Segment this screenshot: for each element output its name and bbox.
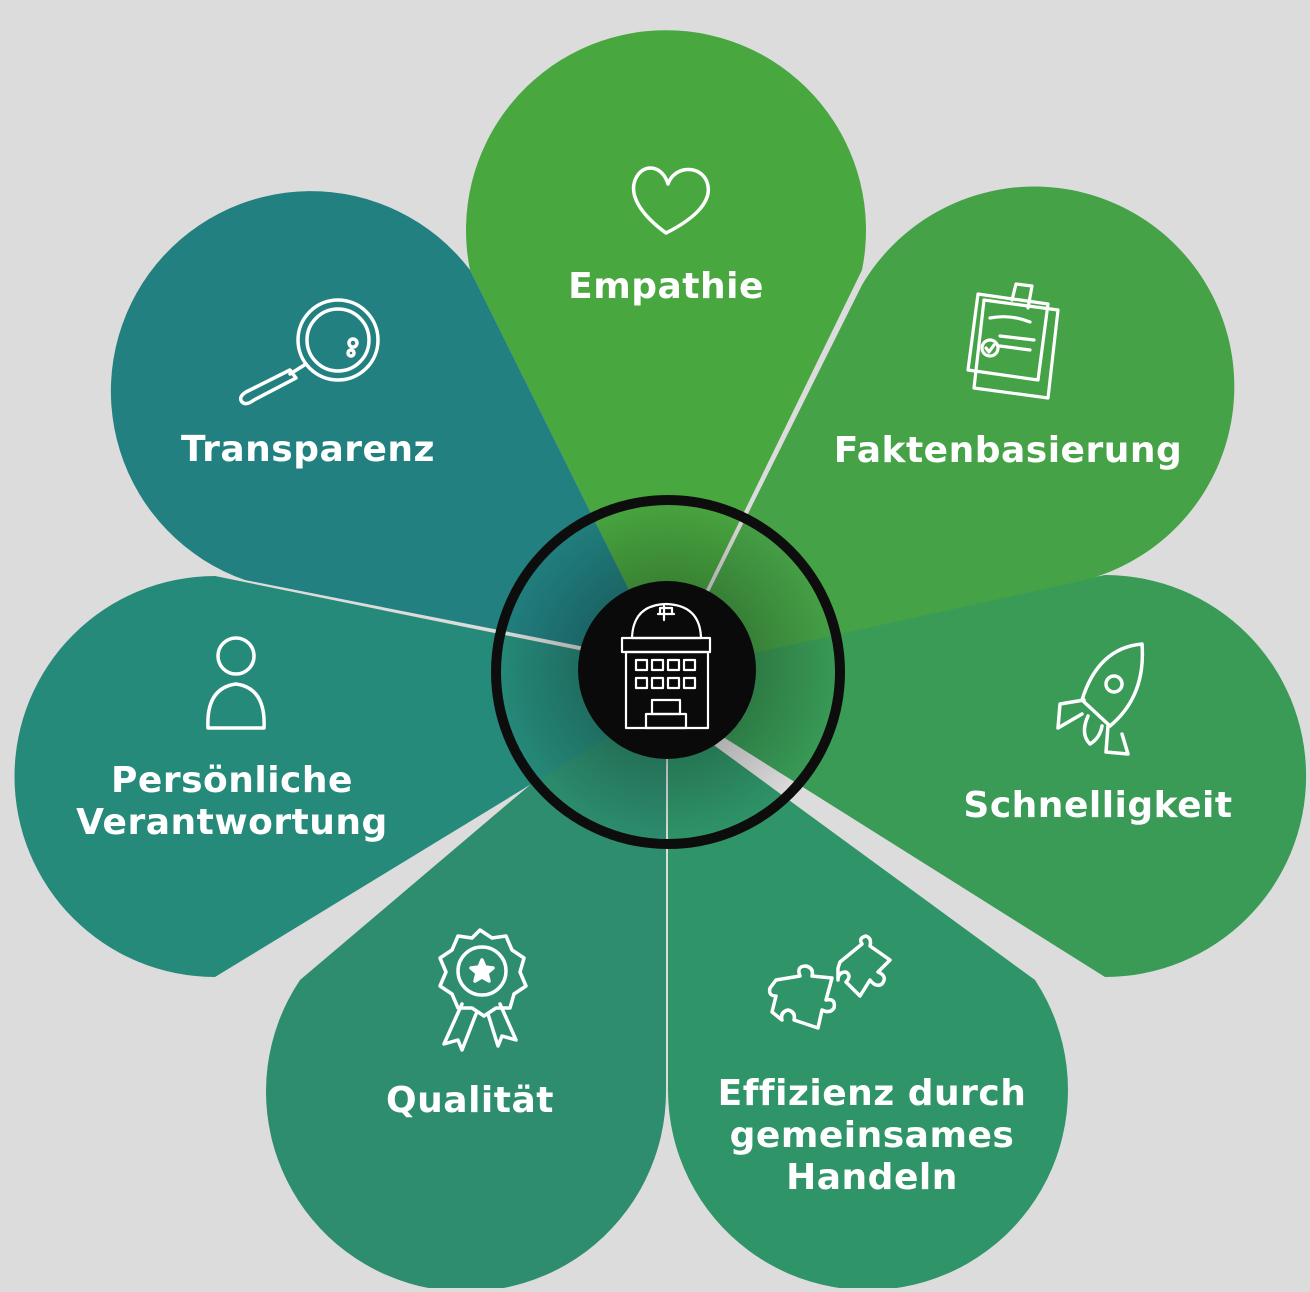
label-effizienz-line-2: gemeinsames — [729, 1115, 1015, 1156]
petal-faktenbasierung — [668, 186, 1235, 668]
label-transparenz: Transparenz — [180, 429, 436, 470]
rocket-icon — [1056, 642, 1145, 756]
person-icon — [206, 636, 266, 730]
center-ring — [491, 495, 845, 849]
label-effizienz: Effizienz durch gemeinsames Handeln — [718, 1073, 1027, 1199]
label-verantwortung: Persönliche Verantwortung — [76, 760, 388, 844]
magnifying-glass-icon — [238, 298, 380, 406]
label-qualitaet: Qualität — [386, 1080, 554, 1121]
puzzle-pieces-icon — [767, 934, 892, 1030]
petal-effizienz — [668, 668, 1068, 1291]
label-schnelligkeit: Schnelligkeit — [963, 785, 1233, 826]
petal-empathie — [466, 30, 866, 669]
label-effizienz-line-1: Effizienz durch — [717, 1073, 1027, 1114]
label-effizienz-line-3: Handeln — [786, 1157, 958, 1198]
label-faktenbasierung: Faktenbasierung — [833, 430, 1183, 471]
label-verantwortung-line-2: Verantwortung — [76, 802, 388, 843]
award-rosette-icon — [438, 928, 528, 1052]
label-empathie: Empathie — [568, 266, 764, 307]
petal-transparenz — [110, 191, 668, 668]
clipboard-document-icon — [966, 282, 1060, 400]
label-verantwortung-line-1: Persönliche — [111, 760, 353, 801]
hospital-building-icon — [620, 602, 712, 730]
petal-qualitaet — [266, 668, 668, 1292]
heart-icon — [631, 166, 711, 235]
